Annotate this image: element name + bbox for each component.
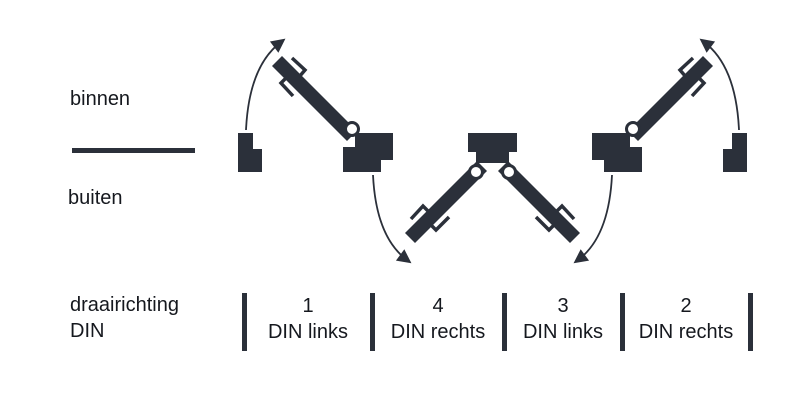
row-header-line1: draairichting <box>70 294 179 316</box>
door-3-number: 3 <box>557 295 568 317</box>
divider-bar-2 <box>370 293 375 351</box>
door-3-din-label: DIN links <box>523 321 603 343</box>
door-4-group <box>372 161 487 264</box>
door-1-din-label: DIN links <box>268 321 348 343</box>
door-1-group <box>238 38 393 172</box>
door-4-din-label: DIN rechts <box>391 321 485 343</box>
divider-bar-1 <box>242 293 247 351</box>
door-1-strike-jamb <box>238 133 262 172</box>
door-1-handle-outer <box>278 75 295 98</box>
door-4-number: 4 <box>432 295 443 317</box>
door-3-group <box>498 161 612 260</box>
wall-line <box>72 148 195 153</box>
door-4-swing-arrow <box>372 174 412 264</box>
divider-bar-3 <box>502 293 507 351</box>
door-2-group <box>592 42 747 172</box>
door-2-din-label: DIN rechts <box>639 321 733 343</box>
door-4-hinge-pin <box>468 164 484 180</box>
door-4-handle-inner <box>409 203 431 221</box>
inside-label: binnen <box>70 88 130 110</box>
door-1-handle-inner <box>290 56 308 79</box>
center-jamb-block <box>468 133 517 163</box>
door-1-hinge-jamb-lower <box>343 147 381 172</box>
outside-label: buiten <box>68 187 123 209</box>
door-4-leaf <box>405 161 487 243</box>
door-2-number: 2 <box>680 295 691 317</box>
divider-bar-5 <box>748 293 753 351</box>
door-1-hinge-pin <box>344 121 360 137</box>
divider-bar-4 <box>620 293 625 351</box>
door-1-leaf <box>272 56 357 141</box>
door-1-number: 1 <box>302 295 313 317</box>
door-4-handle-outer <box>428 215 451 233</box>
row-header-line2: DIN <box>70 320 104 342</box>
door-1-swing-arrow <box>245 38 286 131</box>
